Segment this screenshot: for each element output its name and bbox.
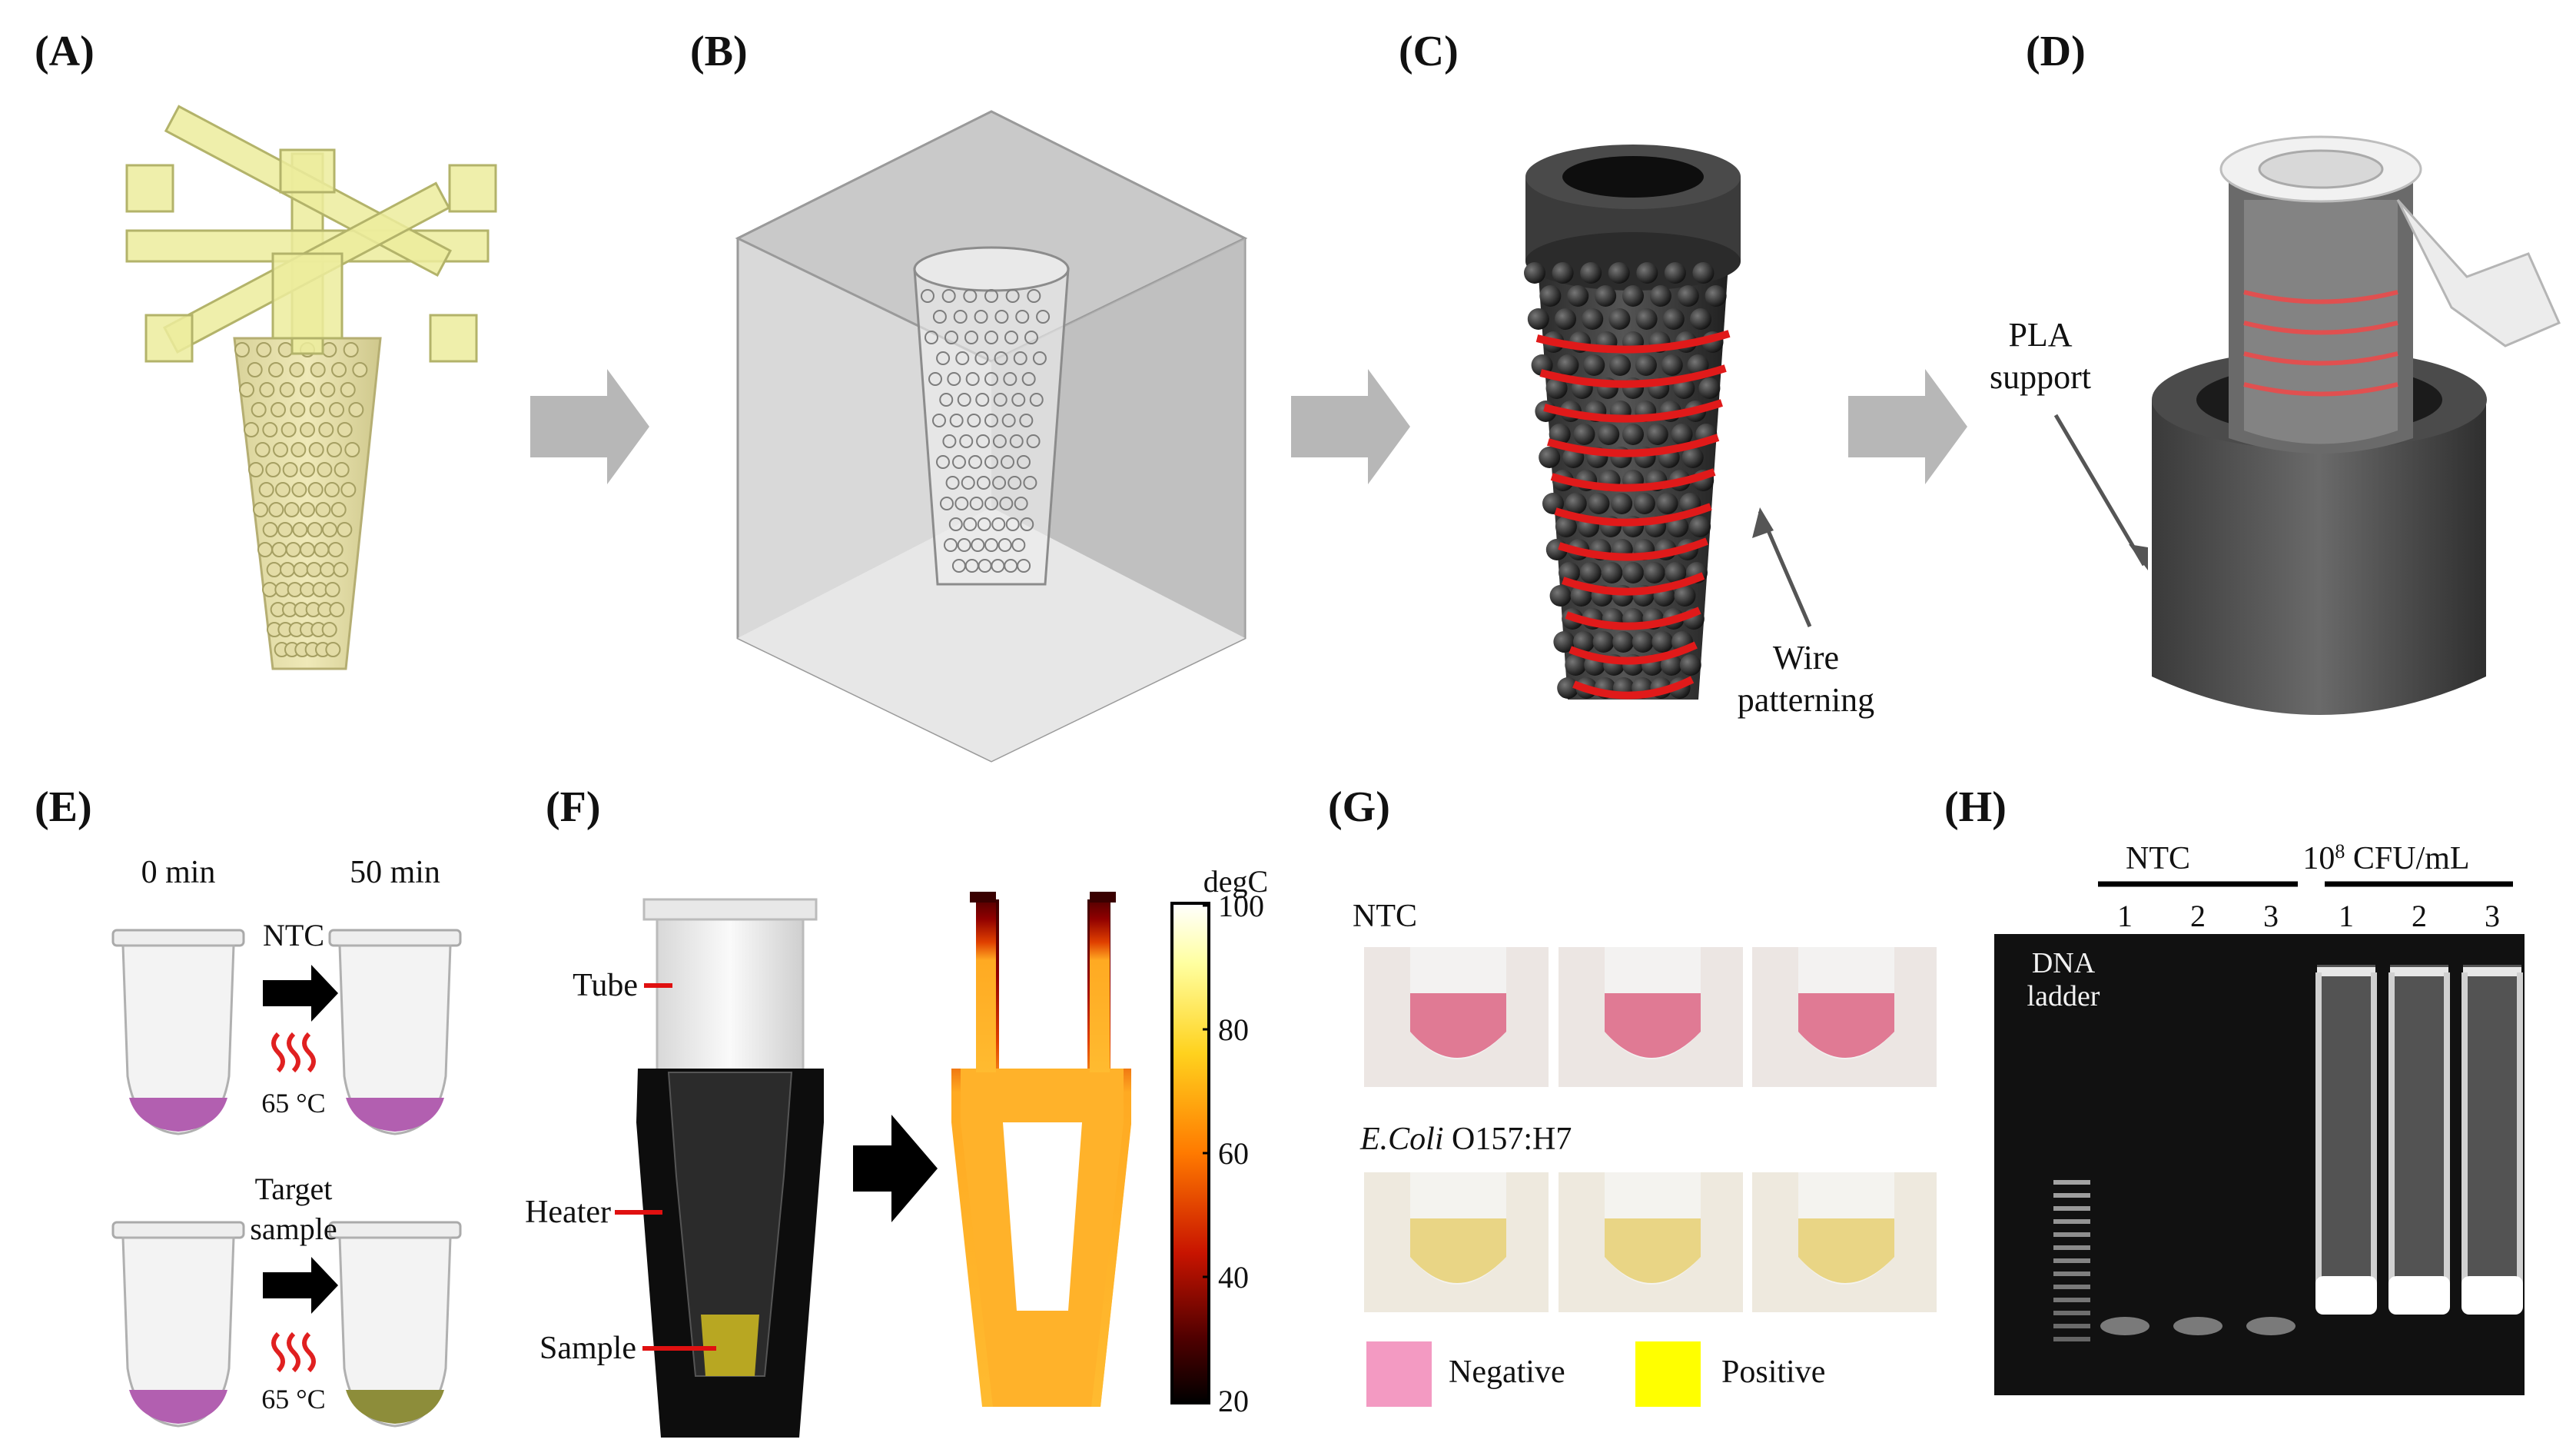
arrow-a-to-b	[530, 369, 649, 484]
wire-patterning-arrowhead	[1752, 507, 1774, 538]
panel-f-cross-section	[636, 898, 824, 1438]
panel-e-row1-label: NTC	[263, 918, 324, 952]
panel-e-row2-heat-icon	[271, 1331, 316, 1373]
panel-h-ladder-label-line2: ladder	[2027, 980, 2100, 1012]
pla-support-arrow	[2053, 414, 2146, 567]
colorbar-tick-40: 40	[1218, 1260, 1249, 1295]
panel-e-row2-temp: 65 °C	[261, 1384, 325, 1414]
arrow-c-to-d	[1848, 369, 1967, 484]
panel-f-label-tube: Tube	[573, 968, 638, 1003]
wire-patterning-label-line1: Wire	[1773, 639, 1839, 676]
panel-label-g: (G)	[1328, 783, 1390, 831]
pla-support-label-line2: support	[1990, 358, 2091, 396]
panel-f-colorbar	[1170, 902, 1210, 1404]
panel-label-f: (F)	[546, 783, 601, 831]
wire-patterning-label-line2: patterning	[1738, 681, 1874, 719]
panel-g-photos	[1364, 947, 1937, 1312]
panel-g-row2-label: E.Coli O157:H7	[1359, 1122, 1572, 1157]
panel-h-group2-label: 108 CFU/mL	[2302, 840, 2469, 877]
panel-b-cube-illustration	[735, 110, 1248, 763]
panel-e-row2-label-line1: Target	[255, 1172, 333, 1206]
panel-e-row1-arrow	[263, 965, 338, 1022]
panel-f-colorbar-unit: degC	[1203, 864, 1268, 899]
panel-h-ladder-label-line1: DNA	[2032, 947, 2096, 979]
panel-f-colorbar-ticks: 100 80 60 40 20	[1203, 889, 1264, 1418]
lane-number: 2	[2190, 899, 2206, 933]
panel-e-row1-temp: 65 °C	[261, 1088, 325, 1119]
panel-label-c: (C)	[1399, 28, 1459, 75]
panel-e-time-start: 0 min	[141, 855, 216, 890]
panel-f-label-heater: Heater	[525, 1195, 611, 1230]
lane-number: 1	[2117, 899, 2133, 933]
panel-e-tubes	[111, 929, 462, 1428]
colorbar-tick-80: 80	[1218, 1012, 1249, 1047]
colorbar-tick-100: 100	[1218, 889, 1264, 923]
pla-support-label-line1: PLA	[2008, 316, 2072, 354]
lane-number: 2	[2412, 899, 2427, 933]
panel-e-row1-heat-icon	[271, 1032, 316, 1073]
panel-d-assembly-illustration	[2152, 135, 2561, 715]
colorbar-tick-60: 60	[1218, 1136, 1249, 1171]
panel-label-b: (B)	[690, 28, 748, 75]
panel-e-row2-arrow	[263, 1257, 338, 1314]
panel-e-time-end: 50 min	[350, 855, 440, 890]
panel-label-a: (A)	[35, 28, 95, 75]
panel-label-e: (E)	[35, 783, 92, 831]
panel-h-group1-label: NTC	[2126, 841, 2190, 876]
pla-support-arrowhead	[2129, 544, 2148, 570]
lane-number: 3	[2263, 899, 2279, 933]
arrow-b-to-c	[1291, 369, 1410, 484]
panel-c-heater-illustration	[1524, 145, 1741, 700]
panel-label-d: (D)	[2026, 28, 2086, 75]
process-arrows	[530, 369, 1967, 484]
panel-f-label-sample: Sample	[539, 1331, 636, 1366]
panel-h-lane-numbers: 1 2 3 1 2 3	[2117, 899, 2500, 933]
panel-label-h: (H)	[1944, 783, 2007, 831]
colorbar-tick-20: 20	[1218, 1384, 1249, 1418]
gel-bands	[2053, 965, 2523, 1341]
legend-swatch-positive	[1635, 1341, 1701, 1407]
lane-number: 3	[2485, 899, 2500, 933]
panel-g-row1-label: NTC	[1353, 899, 1417, 934]
panel-f-thermal-map	[951, 892, 1131, 1407]
panel-a-mold-illustration	[125, 105, 497, 670]
legend-swatch-negative	[1366, 1341, 1432, 1407]
lane-number: 1	[2339, 899, 2354, 933]
panel-f-arrow	[853, 1115, 938, 1222]
panel-e-row2-label-line2: sample	[250, 1212, 337, 1246]
legend-label-negative: Negative	[1449, 1355, 1565, 1390]
legend-label-positive: Positive	[1721, 1355, 1825, 1390]
